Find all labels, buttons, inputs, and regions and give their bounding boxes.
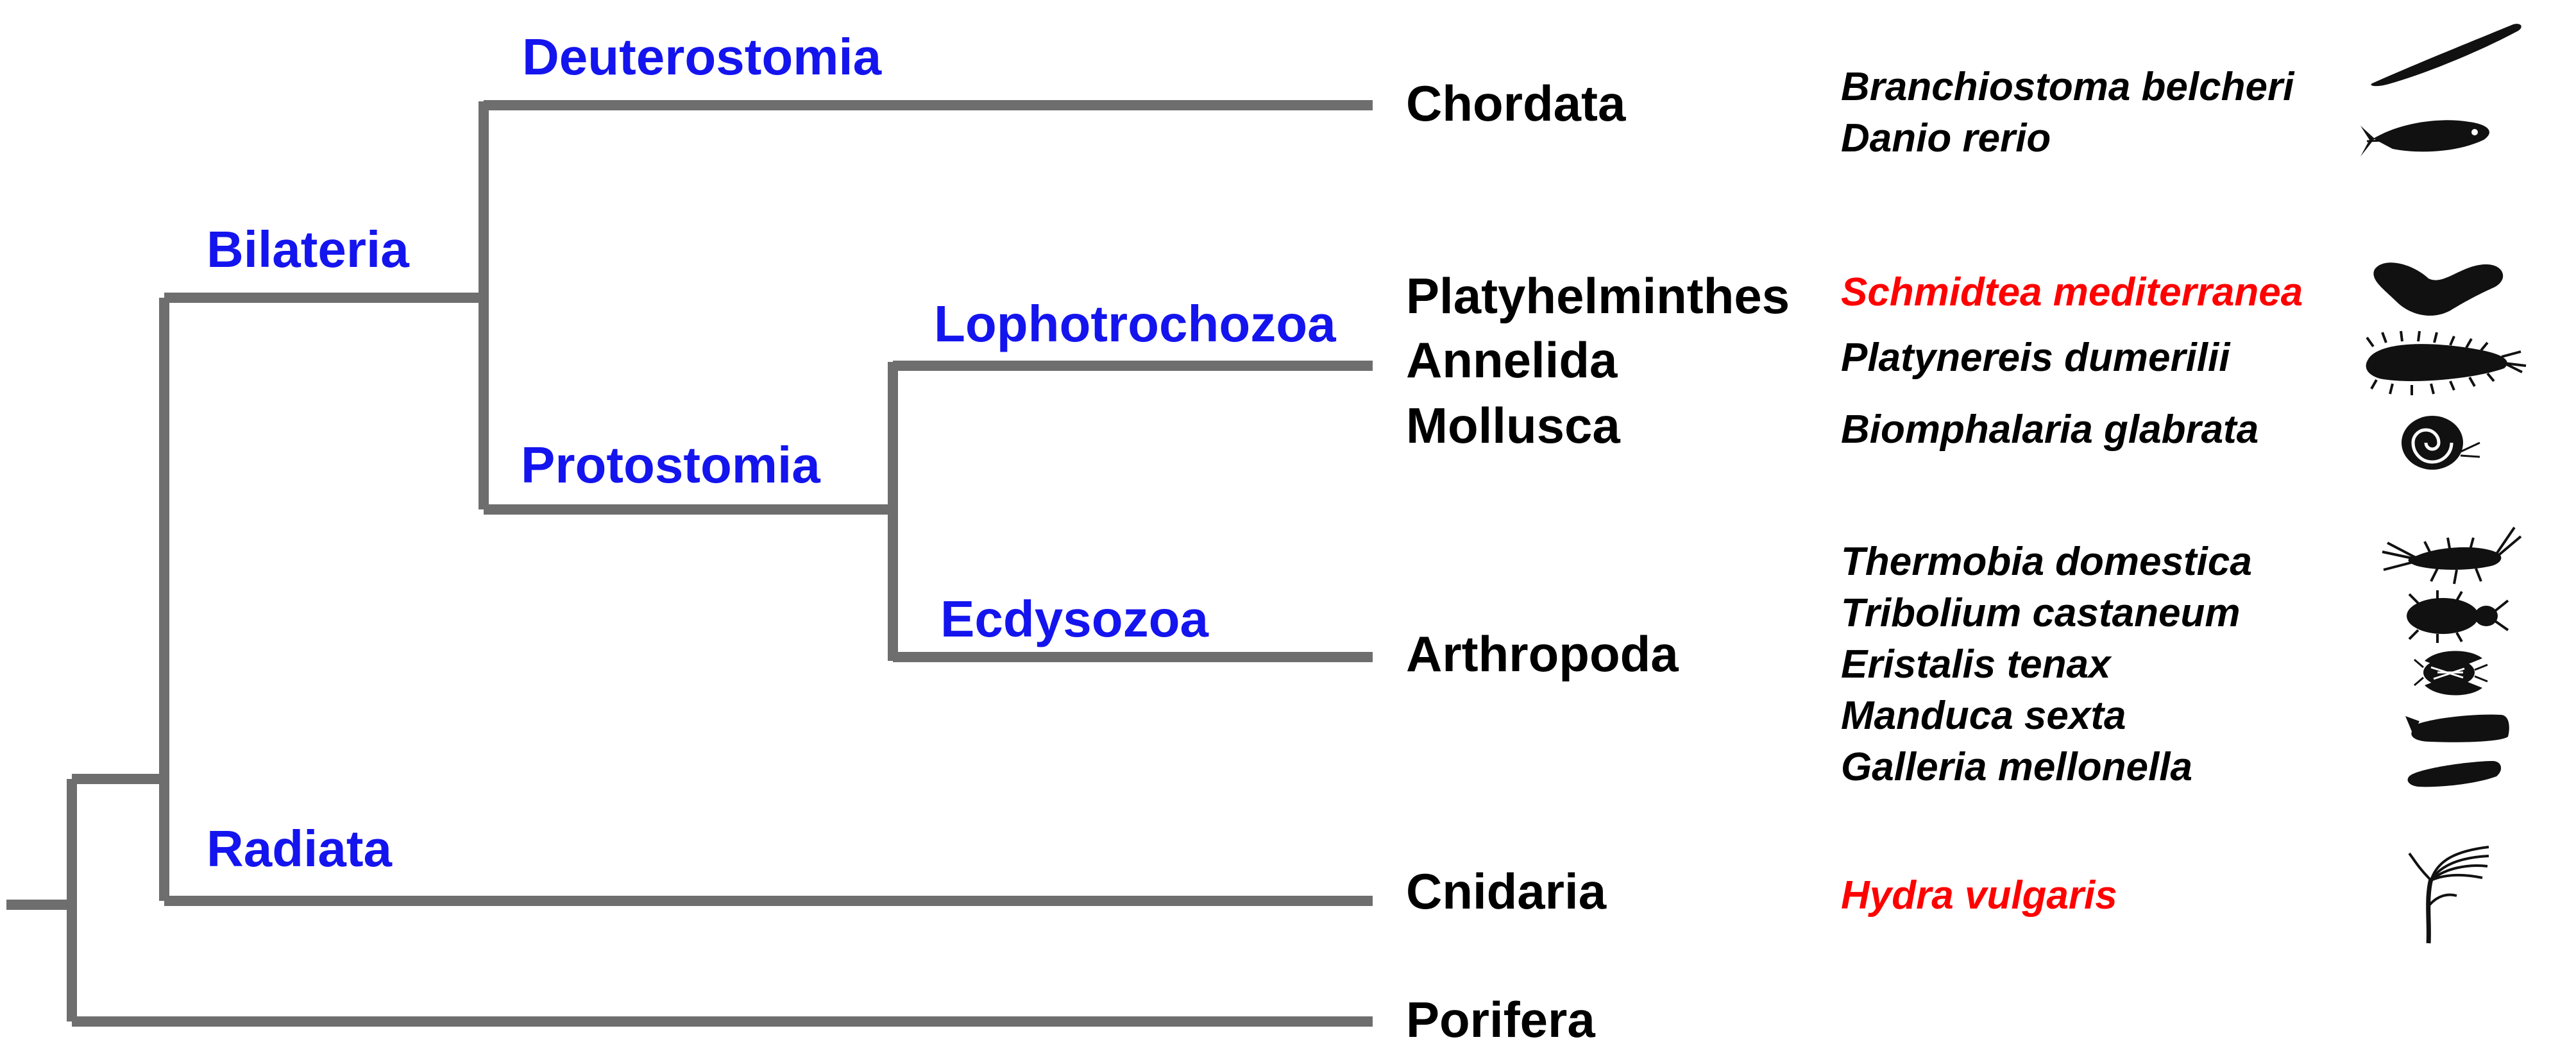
waxworm-silhouette-icon — [2407, 761, 2502, 787]
organism-silhouettes — [2360, 24, 2527, 944]
phylum-label-platyhelminthes: Platyhelminthes — [1406, 268, 1790, 324]
phylum-label-porifera: Porifera — [1406, 991, 1595, 1048]
planarian-silhouette-icon — [2373, 262, 2504, 316]
species-label-danio: Danio rerio — [1841, 116, 2051, 160]
clade-label-lophotrochozoa: Lophotrochozoa — [934, 295, 1336, 352]
phylum-label-arthropoda: Arthropoda — [1406, 626, 1679, 682]
species-label-platynereis: Platynereis dumerilii — [1841, 336, 2231, 380]
clade-label-radiata: Radiata — [207, 820, 392, 877]
clade-label-ecdysozoa: Ecdysozoa — [940, 590, 1208, 647]
species-label-manduca: Manduca sexta — [1841, 694, 2126, 738]
polychaete-worm-silhouette-icon — [2366, 330, 2527, 395]
species-label-tribolium: Tribolium castaneum — [1841, 591, 2240, 635]
species-label-branchiostoma: Branchiostoma belcheri — [1841, 65, 2295, 109]
tree-branches — [6, 100, 1373, 1027]
phylum-labels: Chordata Platyhelminthes Annelida Mollus… — [1406, 75, 1790, 1048]
snail-silhouette-icon — [2402, 416, 2480, 470]
phylum-label-cnidaria: Cnidaria — [1406, 863, 1607, 919]
species-label-eristalis: Eristalis tenax — [1841, 642, 2112, 687]
species-label-thermobia: Thermobia domestica — [1841, 540, 2252, 584]
firebrat-silhouette-icon — [2382, 526, 2522, 585]
species-label-biomphalaria: Biomphalaria glabrata — [1841, 407, 2258, 452]
phylum-label-annelida: Annelida — [1406, 332, 1618, 388]
species-label-hydra: Hydra vulgaris — [1841, 873, 2117, 918]
hornworm-silhouette-icon — [2405, 714, 2509, 742]
lancelet-silhouette-icon — [2371, 24, 2521, 87]
beetle-silhouette-icon — [2407, 590, 2509, 643]
species-labels: Branchiostoma belcheri Danio rerio Schmi… — [1841, 65, 2303, 918]
hydra-silhouette-icon — [2408, 846, 2489, 944]
clade-label-protostomia: Protostomia — [521, 436, 820, 493]
clade-labels: Deuterostomia Bilateria Lophotrochozoa P… — [207, 28, 1336, 877]
hoverfly-silhouette-icon — [2414, 651, 2488, 696]
clade-label-bilateria: Bilateria — [207, 221, 409, 278]
phylum-label-mollusca: Mollusca — [1406, 397, 1620, 454]
species-label-schmidtea: Schmidtea mediterranea — [1841, 270, 2303, 314]
phylum-label-chordata: Chordata — [1406, 75, 1626, 132]
species-label-galleria: Galleria mellonella — [1841, 745, 2192, 789]
zebrafish-silhouette-icon — [2360, 120, 2489, 157]
clade-label-deuterostomia: Deuterostomia — [522, 28, 882, 85]
